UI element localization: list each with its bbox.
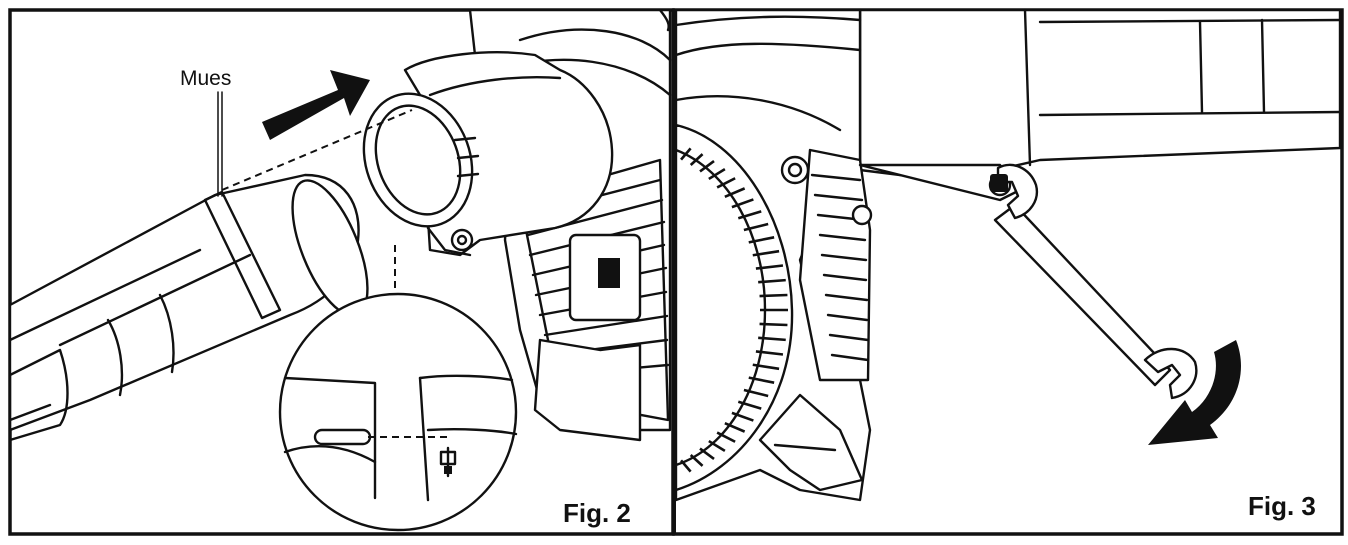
- alignment-line: [221, 109, 413, 191]
- fan-blade: [758, 278, 786, 284]
- fan-blade: [743, 222, 769, 232]
- push-direction-arrow: [262, 70, 370, 140]
- fan-blade: [680, 147, 692, 161]
- fan-grille: [674, 123, 794, 492]
- fan-blade: [755, 350, 784, 356]
- fan-blade: [758, 336, 786, 342]
- fan-blade: [752, 249, 780, 257]
- fan-blade: [689, 454, 704, 467]
- fan-blade: [689, 153, 704, 166]
- intake-grille: [523, 178, 670, 377]
- callout-label: Mues: [180, 67, 231, 90]
- fan-blade: [680, 459, 692, 473]
- fan-blade: [731, 411, 754, 422]
- fan-blades: [680, 147, 788, 473]
- fan-blade: [699, 447, 715, 461]
- side-vent: [780, 148, 873, 382]
- wrench-icon: [990, 163, 1198, 400]
- fan-blade: [755, 264, 784, 270]
- rotation-arrow-icon: [1148, 340, 1241, 445]
- figure-3-caption: Fig. 3: [1248, 491, 1316, 521]
- screw-icon: [439, 446, 457, 478]
- fan-blade: [724, 187, 746, 199]
- attached-tube: [858, 8, 1342, 177]
- figure-2-panel: Mues Fig. 2: [8, 8, 675, 536]
- fan-blade: [716, 431, 736, 443]
- fan-blade: [708, 439, 726, 453]
- figure-3-panel: Fig. 3: [672, 8, 1344, 536]
- fan-blade: [752, 363, 780, 371]
- fan-blade: [708, 167, 726, 181]
- fan-blade: [759, 322, 788, 327]
- fan-blade: [748, 236, 775, 244]
- fan-blade: [737, 400, 762, 410]
- fan-blade: [724, 421, 746, 433]
- fan-blade: [699, 159, 715, 173]
- fan-blade: [743, 388, 769, 398]
- fan-blade: [737, 210, 762, 220]
- blower-foot: [758, 393, 864, 492]
- fan-blade: [716, 177, 736, 189]
- fan-blade: [759, 293, 788, 298]
- fan-blade: [731, 198, 754, 209]
- blower-outlet-collar: [362, 51, 614, 257]
- detail-magnifier: [278, 292, 518, 532]
- fan-blade: [748, 376, 775, 384]
- figure-2-caption: Fig. 2: [563, 498, 631, 528]
